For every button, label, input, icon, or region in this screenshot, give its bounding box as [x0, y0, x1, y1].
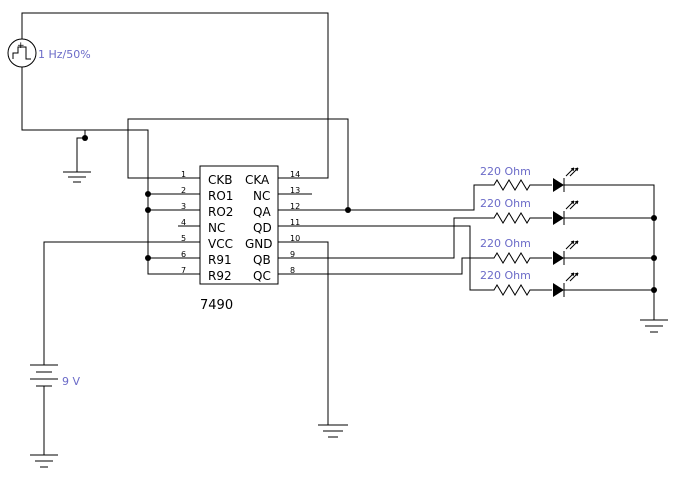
wire-gnd-to-ground: [278, 241, 329, 425]
junction-dot: [651, 255, 657, 261]
pin-number: 10: [290, 234, 300, 243]
ground-symbol-ic: [318, 424, 348, 438]
pin-name: RO1: [208, 189, 233, 203]
pin-name: NC: [253, 189, 270, 203]
wire-qb-output: [278, 217, 490, 259]
resistor-label: 220 Ohm: [480, 165, 531, 178]
resistor-label: 220 Ohm: [480, 237, 531, 250]
ic-7490-body[interactable]: [199, 165, 279, 285]
pin-name: GND: [245, 237, 273, 251]
pin-number: 13: [290, 186, 300, 195]
pin-number: 3: [181, 202, 186, 211]
pin-number: 12: [290, 202, 300, 211]
junction-dot: [651, 287, 657, 293]
pin-name: CKA: [245, 173, 270, 187]
wire-ground-tap: [76, 130, 86, 172]
led[interactable]: [553, 272, 579, 297]
pin-name: QB: [253, 253, 271, 267]
wire-source-to-ground: [21, 67, 200, 275]
pin-name: QD: [253, 221, 272, 235]
pin-name: QC: [253, 269, 271, 283]
battery-label: 9 V: [62, 375, 80, 388]
pin-number: 14: [290, 170, 300, 179]
wire-reset-pins: [148, 193, 200, 259]
wire-right-pin-leads: [278, 193, 348, 211]
ground-symbol-led: [640, 319, 668, 333]
svg-text:+: +: [17, 41, 25, 51]
resistor[interactable]: [490, 284, 552, 296]
pin-number: 7: [181, 266, 186, 275]
pin-number: 6: [181, 250, 186, 259]
wire-qa-output: [348, 184, 490, 211]
pin-number: 8: [290, 266, 295, 275]
resistor-label: 220 Ohm: [480, 197, 531, 210]
wire-qa-to-ckb: [127, 118, 349, 210]
ic-left-pins: 1 CKB 2 RO1 3 RO2 4 NC 5 VCC 6 R91 7 R92: [181, 170, 233, 283]
resistor[interactable]: [490, 179, 552, 191]
pin-name: RO2: [208, 205, 233, 219]
clock-source[interactable]: +: [7, 38, 37, 68]
pin-number: 11: [290, 218, 300, 227]
ground-symbol-battery: [30, 454, 58, 468]
pin-name: VCC: [208, 237, 233, 251]
junction-dot: [651, 215, 657, 221]
resistor-label: 220 Ohm: [480, 269, 531, 282]
wire-qc-output: [278, 257, 490, 275]
pin-name: QA: [253, 205, 271, 219]
led[interactable]: [553, 240, 579, 265]
led[interactable]: [553, 167, 579, 192]
pin-name: NC: [208, 221, 225, 235]
resistor[interactable]: [490, 252, 552, 264]
pin-number: 2: [181, 186, 186, 195]
battery[interactable]: [30, 364, 58, 387]
ground-symbol-top: [63, 171, 91, 183]
pin-number: 9: [290, 250, 295, 259]
pin-number: 1: [181, 170, 186, 179]
pin-number: 4: [181, 218, 186, 227]
wire-led-common: [564, 184, 655, 320]
clock-source-label: 1 Hz/50%: [38, 48, 91, 61]
pin-number: 5: [181, 234, 186, 243]
ic-right-pins: 14 CKA 13 NC 12 QA 11 QD 10 GND 9 QB 8 Q…: [245, 170, 300, 283]
pin-name: R92: [208, 269, 232, 283]
pin-name: CKB: [208, 173, 232, 187]
wire-vcc-to-battery: [43, 241, 200, 365]
wire-source-to-cka: [21, 12, 329, 179]
led[interactable]: [553, 200, 579, 225]
ic-name: 7490: [200, 298, 233, 313]
resistor[interactable]: [490, 212, 552, 224]
pin-name: R91: [208, 253, 232, 267]
